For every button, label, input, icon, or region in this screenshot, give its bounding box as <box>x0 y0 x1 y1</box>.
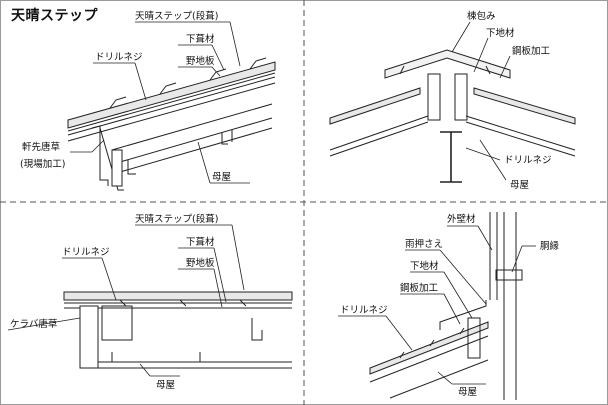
label-steel: 鋼板加工 <box>512 45 551 57</box>
underlay-line <box>67 72 276 132</box>
label-eave-line1: 軒先唐草 <box>22 141 60 153</box>
label-wall: 外壁材 <box>447 213 476 225</box>
page-title: 天晴ステップ <box>11 8 98 24</box>
purlin-clip <box>221 130 233 145</box>
panel-verge-detail: 天晴ステップ(段葺) 下葺材 野地板 ドリルネジ ケラバ唐草 母屋 <box>7 213 293 391</box>
ridge-cap <box>384 49 511 79</box>
label-sheathing: 野地板 <box>186 55 215 67</box>
label-underlay: 下葺材 <box>186 33 215 45</box>
label-purlin-wall: 母屋 <box>458 387 477 398</box>
roof-step-surface <box>67 61 276 129</box>
ridge-screws <box>399 65 491 75</box>
eave-clip <box>127 160 136 175</box>
verge-roof-surface <box>63 291 293 301</box>
label-sheathing-verge: 野地板 <box>186 257 215 269</box>
label-steel-wall: 鋼板加工 <box>400 282 439 294</box>
wall-roof-ribs <box>399 327 465 359</box>
panel-eave-detail: 天晴ステップ(段葺) 下葺材 野地板 ドリルネジ 軒先唐草 (現場加工) 母屋 <box>20 10 276 191</box>
sill-member <box>495 269 523 281</box>
label-substrate-wall: 下地材 <box>410 260 439 272</box>
verge-flashing <box>79 305 99 369</box>
right-slope-surface <box>473 87 576 125</box>
ridge-beam <box>440 131 462 183</box>
verge-clips <box>111 352 201 362</box>
wall-roof-underlay <box>369 335 489 383</box>
label-purlin-ridge: 母屋 <box>510 180 529 191</box>
verge-ribs <box>119 299 247 307</box>
label-purlin-verge: 母屋 <box>156 380 175 391</box>
label-ridge: 棟包み <box>467 10 496 22</box>
left-slope-surface <box>329 87 421 125</box>
wall-roof-surface <box>369 321 489 375</box>
label-rain-cover: 雨押さえ <box>405 238 443 250</box>
eave-block <box>111 149 123 187</box>
sheathing-bottom <box>67 82 276 142</box>
step-ribs <box>109 57 267 109</box>
label-substrate: 下地材 <box>486 27 515 39</box>
label-screw-verge: ドリルネジ <box>62 247 110 258</box>
rafter-inner <box>119 117 273 163</box>
verge-bracket <box>101 305 133 341</box>
rain-cover <box>439 300 487 330</box>
verge-hanger <box>251 318 263 341</box>
wall-roof-rafter <box>389 359 489 399</box>
left-rafter-top <box>329 115 429 151</box>
label-purlin: 母屋 <box>212 172 231 183</box>
label-screw-wall: ドリルネジ <box>340 305 388 316</box>
left-rafter-bottom <box>329 121 429 157</box>
panel-wall-detail: 外壁材 胴縁 雨押さえ 下地材 鋼板加工 ドリルネジ 母屋 <box>338 212 560 400</box>
label-step-verge: 天晴ステップ(段葺) <box>135 213 218 225</box>
label-step: 天晴ステップ(段葺) <box>135 10 218 22</box>
sheathing-top <box>67 76 276 136</box>
label-eave-line2: (現場加工) <box>20 158 65 170</box>
rafter-top <box>111 103 273 151</box>
eave-flashing <box>91 125 109 186</box>
right-substrate <box>454 73 468 121</box>
label-sill: 胴縁 <box>540 240 560 252</box>
wall-substrate <box>467 317 481 359</box>
panel-ridge-detail: 棟包み 下地材 鋼板加工 ドリルネジ 母屋 <box>329 10 576 191</box>
right-rafter-top <box>465 115 576 151</box>
label-verge: ケラバ唐草 <box>10 318 57 330</box>
label-screw: ドリルネジ <box>95 52 143 63</box>
label-screw-ridge: ドリルネジ <box>504 155 552 166</box>
label-underlay-verge: 下葺材 <box>186 236 215 248</box>
fascia-board <box>99 127 124 191</box>
right-rafter-bottom <box>465 121 576 157</box>
left-substrate <box>427 73 441 121</box>
rafter-bottom <box>119 127 273 173</box>
